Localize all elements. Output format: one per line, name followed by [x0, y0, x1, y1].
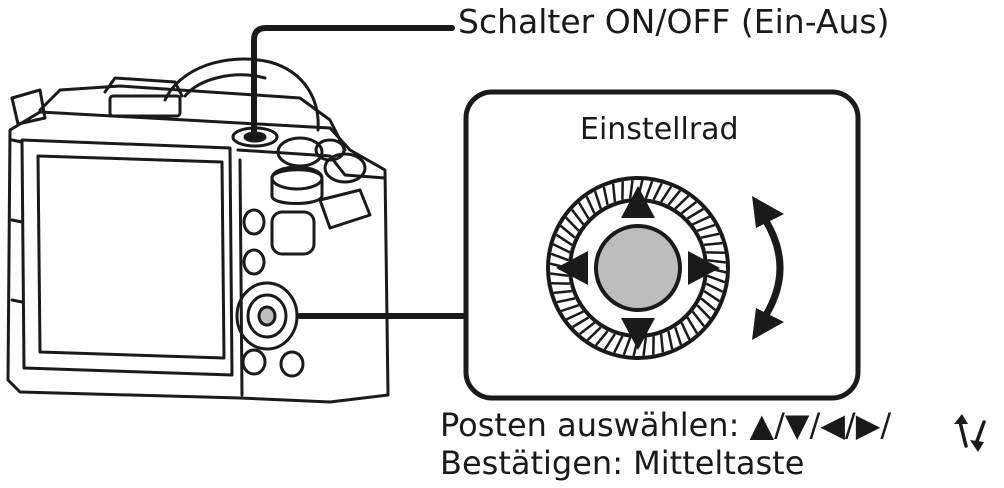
- confirm-label: Bestätigen: Mitteltaste: [440, 444, 804, 482]
- control-wheel-label: Einstellrad: [580, 112, 739, 147]
- center-button: [596, 226, 680, 310]
- power-switch-leader: [254, 28, 452, 132]
- camera-body: [8, 59, 388, 402]
- power-switch-label: Schalter ON/OFF (Ein-Aus): [458, 2, 889, 41]
- select-items-label: Posten auswählen: ▲/▼/◀/▶/: [440, 406, 891, 444]
- camera-control-wheel: [237, 283, 297, 349]
- control-wheel-large: [548, 178, 728, 358]
- rotate-small-icon: [954, 414, 984, 452]
